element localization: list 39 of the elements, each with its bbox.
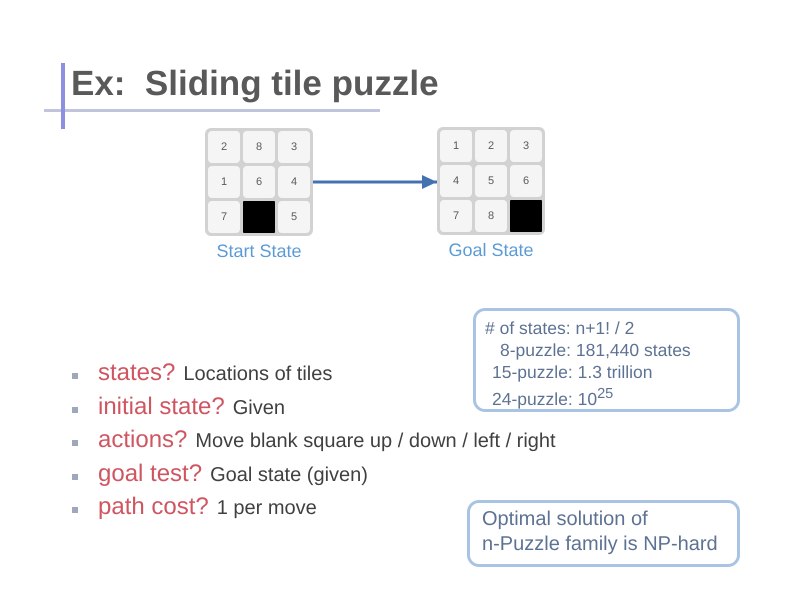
blank-tile — [510, 200, 542, 232]
answer-text: Given — [232, 397, 285, 419]
question-term: states? — [98, 359, 176, 386]
number-tile: 7 — [208, 201, 240, 233]
callout-text: 24-puzzle: 10$^{25}$ — [492, 385, 614, 410]
callout-text: 15-puzzle: 1.3 trillion — [492, 361, 652, 383]
state-caption: Start State — [216, 240, 302, 262]
question-term: initial state? — [98, 393, 225, 420]
number-tile: 5 — [475, 165, 507, 197]
number-tile: 2 — [475, 130, 507, 162]
number-tile: 7 — [440, 200, 472, 232]
callout-text: Optimal solution of n-Puzzle family is NP-hard — [482, 507, 719, 557]
answer-text: 1 per move — [216, 497, 317, 519]
number-tile: 3 — [510, 130, 542, 162]
question-term: goal test? — [98, 460, 202, 487]
number-tile: 2 — [208, 131, 240, 163]
question-term: path cost? — [98, 493, 209, 520]
arrow — [313, 175, 437, 189]
question-term: actions? — [98, 426, 188, 453]
slide-title: Ex: Sliding tile puzzle — [71, 64, 439, 104]
answer-text: Locations of tiles — [183, 363, 332, 385]
callout-text: # of states: n+1! / 2 — [485, 317, 634, 339]
callout-box — [473, 308, 740, 412]
number-tile: 1 — [208, 166, 240, 198]
answer-text: Goal state (given) — [210, 464, 368, 486]
callout-text: 8-puzzle: 181,440 states — [500, 339, 691, 361]
number-tile: 8 — [243, 131, 275, 163]
callout-box — [467, 500, 740, 567]
number-tile: 1 — [440, 130, 472, 162]
number-tile: 4 — [440, 165, 472, 197]
number-tile: 4 — [278, 166, 310, 198]
state-caption: Goal State — [448, 239, 534, 261]
blank-tile — [243, 201, 275, 233]
number-tile: 8 — [475, 200, 507, 232]
answer-text: Move blank square up / down / left / right — [195, 430, 556, 452]
number-tile: 6 — [510, 165, 542, 197]
number-tile: 3 — [278, 131, 310, 163]
number-tile: 5 — [278, 201, 310, 233]
number-tile: 6 — [243, 166, 275, 198]
